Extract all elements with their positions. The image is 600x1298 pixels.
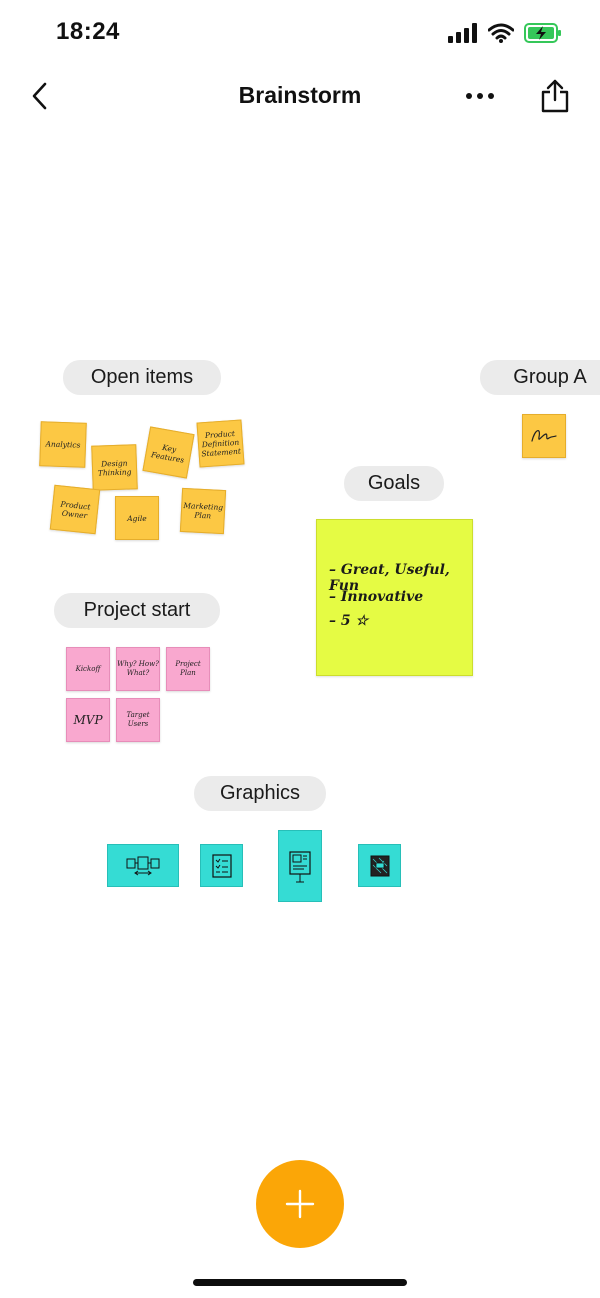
group-label-open-items[interactable]: Open items — [63, 360, 221, 395]
process-flow-icon — [126, 856, 160, 875]
goals-line: – Great, Useful, Fun — [329, 562, 450, 594]
group-label-goals[interactable]: Goals — [344, 466, 444, 501]
home-indicator[interactable] — [193, 1279, 407, 1286]
graphic-card-board[interactable] — [278, 830, 322, 902]
sticky-note[interactable]: Key Features — [142, 426, 195, 479]
sticky-note[interactable]: Agile — [115, 496, 159, 540]
share-icon — [541, 79, 569, 113]
back-chevron-icon — [32, 82, 47, 110]
group-label-graphics[interactable]: Graphics — [194, 776, 326, 811]
sticky-note-signature[interactable] — [522, 414, 566, 458]
more-dots-icon — [466, 93, 494, 99]
graphic-card-sketch[interactable] — [358, 844, 401, 887]
goals-line: – 5 ☆ — [329, 613, 369, 629]
signal-icon — [448, 23, 477, 43]
status-time: 18:24 — [56, 18, 120, 45]
presentation-board-icon — [289, 851, 311, 883]
group-label-group-a[interactable]: Group A — [480, 360, 600, 395]
sticky-note[interactable]: Project Plan — [166, 647, 210, 691]
goals-sticky-note[interactable]: – Great, Useful, Fun – Innovative – 5 ☆ — [316, 519, 473, 676]
graphic-card-process[interactable] — [107, 844, 179, 887]
page-title: Brainstorm — [238, 82, 362, 108]
signature-icon — [531, 430, 557, 442]
battery-charging-icon — [524, 23, 561, 43]
back-button[interactable] — [22, 78, 58, 114]
add-button[interactable] — [256, 1160, 344, 1248]
more-button[interactable] — [460, 80, 500, 112]
plus-icon — [285, 1189, 315, 1219]
graphic-card-checklist[interactable] — [200, 844, 243, 887]
sticky-note[interactable]: Design Thinking — [91, 444, 138, 491]
sticky-note[interactable]: Kickoff — [66, 647, 110, 691]
sticky-note[interactable]: Marketing Plan — [179, 487, 227, 535]
sticky-note[interactable]: Analytics — [39, 421, 87, 468]
sticky-note[interactable]: Target Users — [116, 698, 160, 742]
checklist-icon — [211, 853, 232, 878]
sticky-note[interactable]: Product Owner — [49, 484, 101, 535]
sticky-note[interactable]: Why? How? What? — [116, 647, 160, 691]
share-button[interactable] — [536, 76, 574, 116]
sticky-note[interactable]: MVP — [66, 698, 110, 742]
wifi-icon — [488, 23, 514, 43]
goals-line: – Innovative — [329, 589, 424, 605]
status-icons — [448, 22, 562, 44]
group-label-project-start[interactable]: Project start — [54, 593, 220, 628]
sticky-note[interactable]: Product Definition Statement — [196, 419, 245, 468]
sketch-board-icon — [370, 855, 389, 876]
